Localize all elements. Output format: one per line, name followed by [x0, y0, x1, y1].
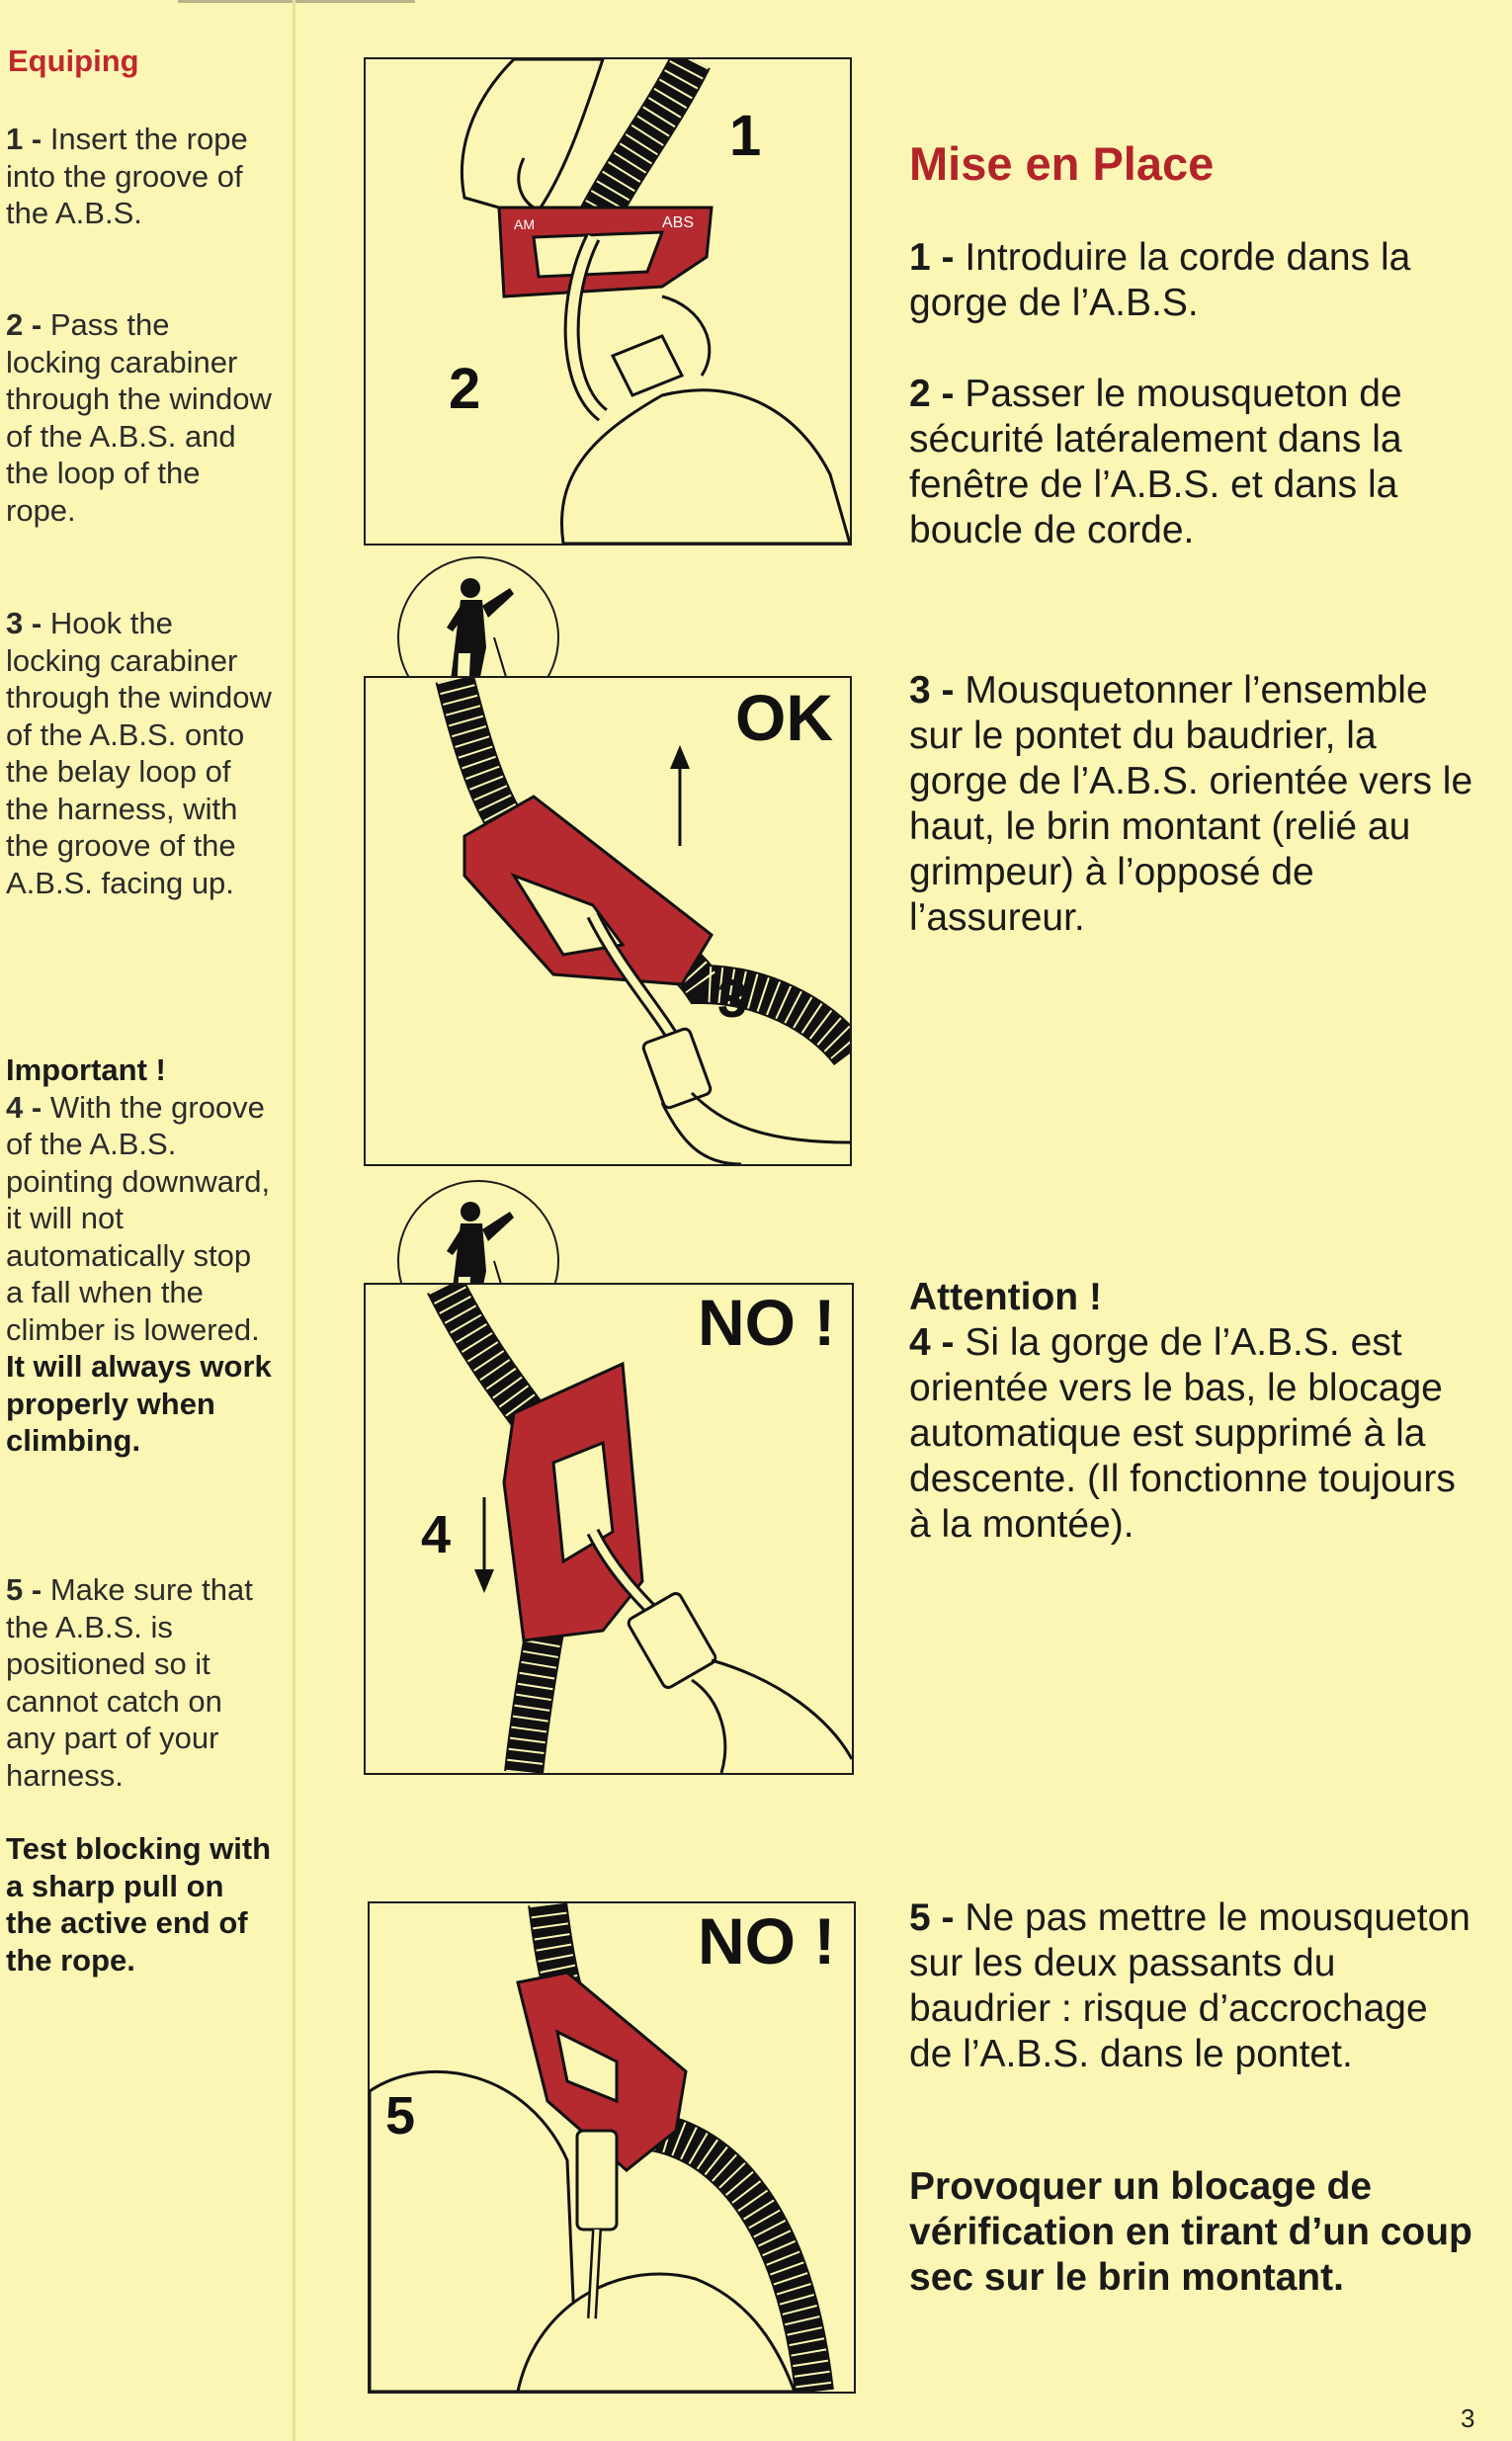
fr-attention-label: Attention ! [909, 1276, 1102, 1318]
figure-1-step-2: 2 [449, 357, 481, 421]
top-edge-line [178, 0, 415, 3]
figure-4-step-5: 5 [385, 2086, 416, 2146]
figure-4-drawing [370, 1903, 834, 2392]
figure-3-drawing [427, 1285, 852, 1773]
en-important-label: Important ! [6, 1052, 166, 1087]
page-number: 3 [1461, 2403, 1475, 2433]
fr-test-note: Provoquer un blocage de vérification en … [909, 2165, 1472, 2299]
figure-1-device-label: ABS [662, 214, 694, 231]
en-test-note: Test blocking with a sharp pull on the a… [6, 1831, 272, 1978]
figure-1-step-1: 1 [729, 104, 762, 168]
fr-step-4: Attention ! 4 - Si la gorge de l’A.B.S. … [909, 1276, 1456, 1546]
figure-3-incorrect-groove-down: NO ! 4 [364, 1283, 854, 1775]
french-title: Mise en Place [909, 137, 1215, 190]
figure-2-correct: OK 3 [364, 676, 852, 1166]
fr-step-3: 3 - Mousquetonner l’ensemble sur le pont… [909, 669, 1473, 939]
english-title: Equiping [8, 43, 139, 78]
figure-2-drawing [435, 678, 850, 1164]
en-step-4-emphasis: It will always work properly when climbi… [6, 1349, 272, 1458]
fr-step-2: 2 - Passer le mousqueton de sécurité lat… [909, 373, 1402, 551]
figure-1-insert-rope: ABS AM 1 2 [364, 57, 852, 546]
en-step-5: 5 - Make sure that the A.B.S. is positio… [6, 1572, 253, 1793]
fr-step-5: 5 - Ne pas mettre le mousqueton sur les … [909, 1896, 1470, 2075]
en-step-4: Important ! 4 - With the groove of the A… [6, 1052, 272, 1458]
en-step-1: 1 - Insert the rope into the groove of t… [6, 122, 248, 230]
en-step-2: 2 - Pass the locking carabiner through t… [6, 307, 272, 528]
figure-1-drawing: ABS AM [460, 59, 850, 544]
figure-3-verdict: NO ! [698, 1286, 836, 1359]
figure-3-step-4: 4 [421, 1505, 452, 1564]
fr-step-1: 1 - Introduire la corde dans la gorge de… [909, 236, 1411, 324]
figure-4-verdict: NO ! [698, 1904, 836, 1978]
figure-2-step-3: 3 [717, 969, 748, 1029]
en-step-3: 3 - Hook the locking carabiner through t… [6, 606, 272, 900]
figure-1-device-label-b: AM [514, 216, 535, 232]
figure-2-verdict: OK [735, 681, 833, 754]
figure-4-incorrect-harness: NO ! 5 [368, 1901, 856, 2394]
page-fold [293, 0, 295, 2441]
